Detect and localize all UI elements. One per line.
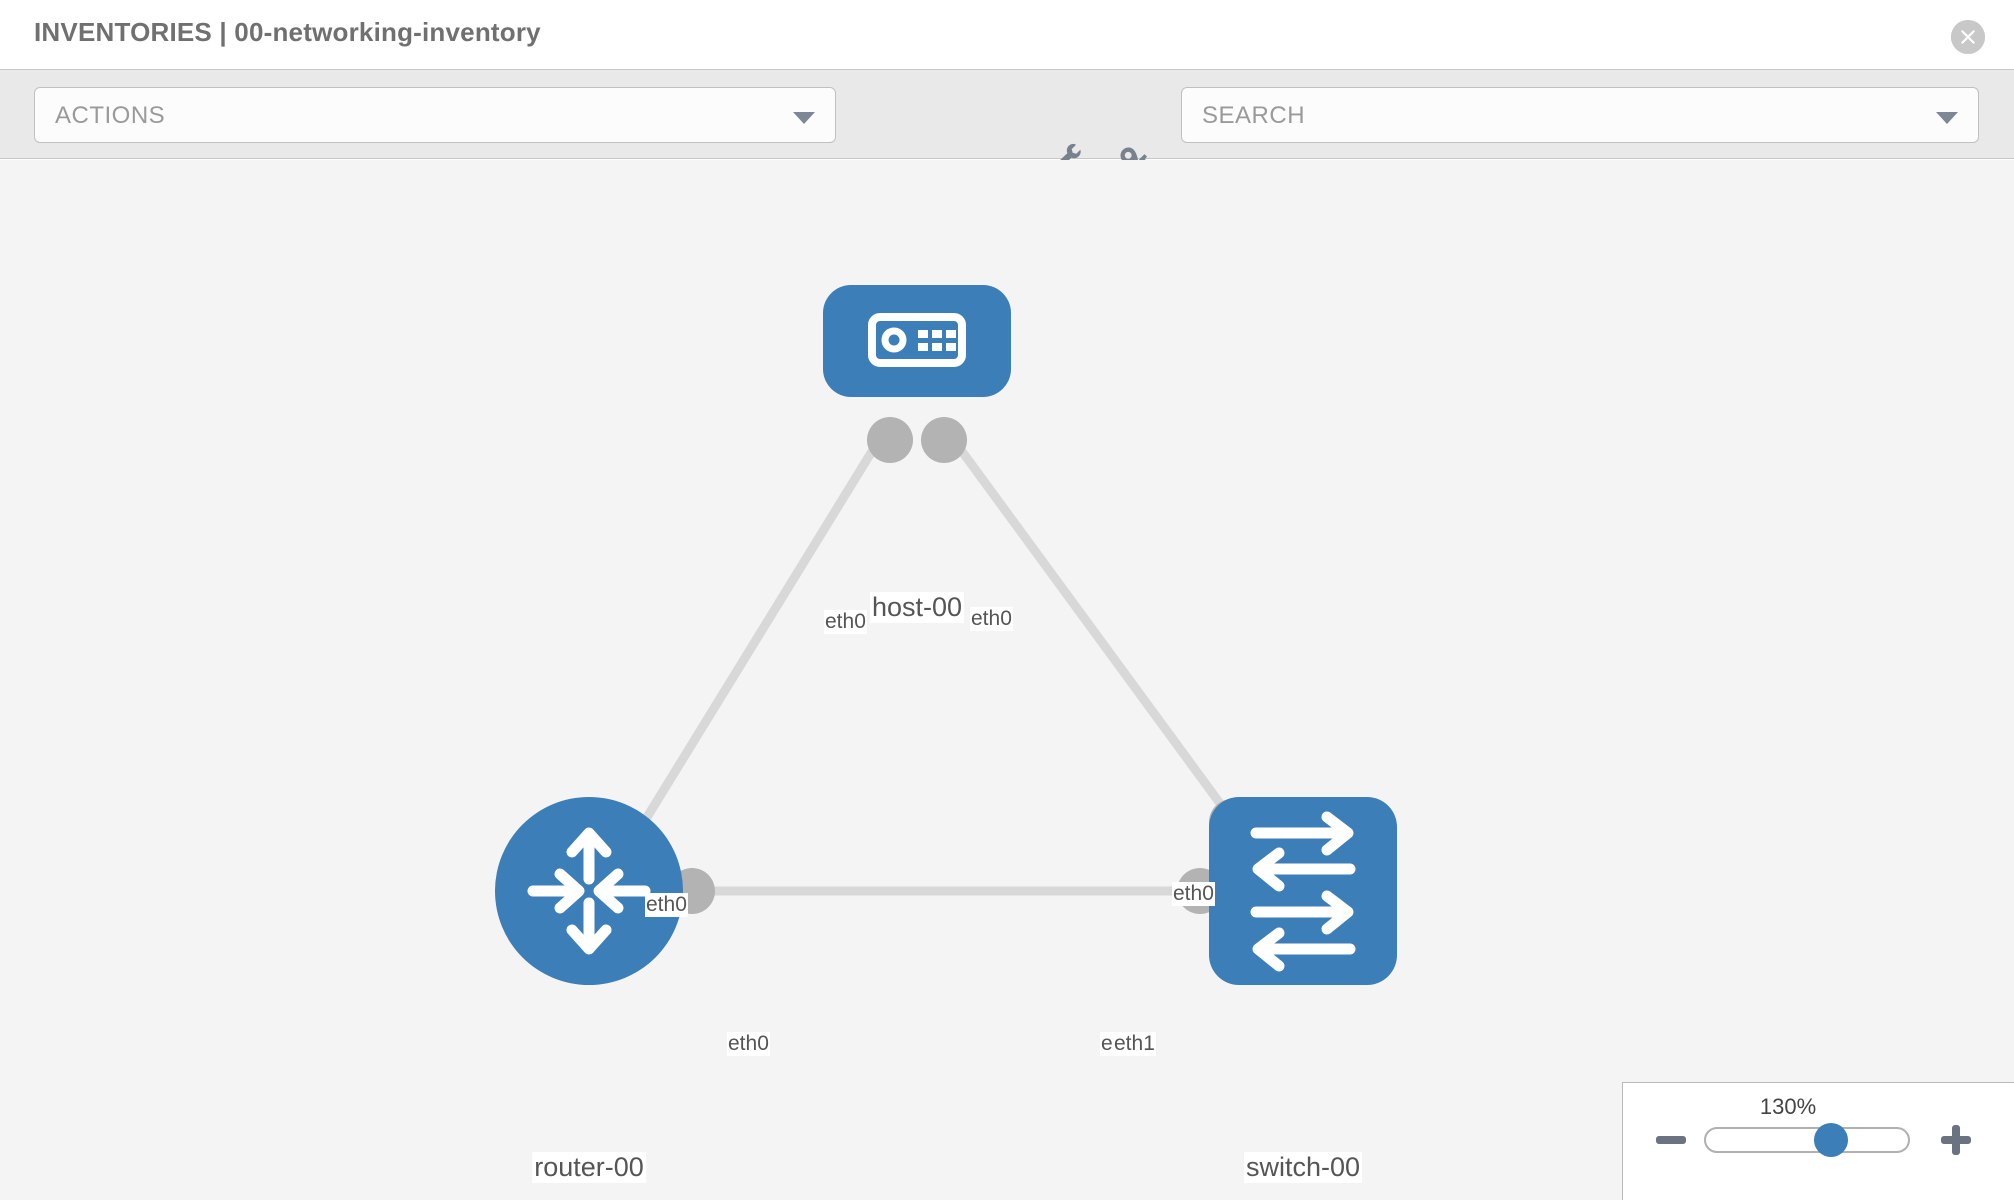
node-label-host-00: host-00 bbox=[869, 592, 965, 623]
port-label-router00-eth0-up: eth0 bbox=[645, 893, 688, 917]
plus-icon-vertical bbox=[1952, 1125, 1960, 1155]
minus-icon bbox=[1656, 1136, 1686, 1144]
zoom-control-panel: 130% bbox=[1622, 1082, 2014, 1200]
page-header: INVENTORIES | 00-networking-inventory bbox=[0, 0, 2014, 69]
port-stub bbox=[921, 417, 967, 463]
close-icon[interactable] bbox=[1951, 20, 1985, 54]
server-device-icon bbox=[868, 313, 966, 367]
toolbar: ACTIONS SEARCH bbox=[0, 69, 2014, 171]
actions-dropdown[interactable]: ACTIONS bbox=[34, 87, 836, 143]
search-placeholder: SEARCH bbox=[1202, 102, 1306, 129]
port-label-switch00-eth0-up: eth0 bbox=[1172, 882, 1215, 906]
switch-arrows-icon bbox=[1250, 811, 1356, 972]
zoom-slider-thumb[interactable] bbox=[1814, 1123, 1849, 1157]
search-input[interactable]: SEARCH bbox=[1181, 87, 1979, 143]
edge-host00-router00[interactable] bbox=[629, 432, 886, 843]
page-title: INVENTORIES | 00-networking-inventory bbox=[34, 17, 541, 47]
zoom-level-value: 130% bbox=[1759, 1094, 1817, 1119]
port-stub-layer bbox=[669, 417, 1255, 914]
node-host-00[interactable] bbox=[823, 285, 1011, 397]
zoom-in-button[interactable] bbox=[1939, 1123, 1973, 1157]
edge-host00-switch00[interactable] bbox=[946, 432, 1242, 831]
port-label-host00-eth0-left: eth0 bbox=[824, 610, 867, 634]
edge-layer bbox=[629, 432, 1242, 896]
node-router-00[interactable] bbox=[495, 797, 683, 985]
node-label-router-00: router-00 bbox=[532, 1152, 646, 1183]
port-label-switch00-eth1-left: eth1 bbox=[1113, 1032, 1156, 1056]
node-switch-00[interactable] bbox=[1209, 797, 1397, 985]
zoom-slider[interactable] bbox=[1704, 1123, 1910, 1157]
port-label-router00-eth0-right: eth0 bbox=[727, 1032, 770, 1056]
router-arrows-icon bbox=[527, 827, 651, 955]
chevron-down-icon bbox=[793, 112, 815, 124]
node-label-switch-00: switch-00 bbox=[1243, 1152, 1363, 1183]
topology-canvas[interactable]: host-00 router-00 switch-00 eth0 eth0 et… bbox=[0, 160, 2014, 1200]
chevron-down-icon bbox=[1936, 112, 1958, 124]
actions-dropdown-label: ACTIONS bbox=[55, 102, 166, 129]
port-label-host00-eth0-right: eth0 bbox=[970, 607, 1013, 631]
topology-graph bbox=[495, 285, 1397, 985]
port-stub bbox=[867, 417, 913, 463]
zoom-out-button[interactable] bbox=[1654, 1123, 1688, 1157]
